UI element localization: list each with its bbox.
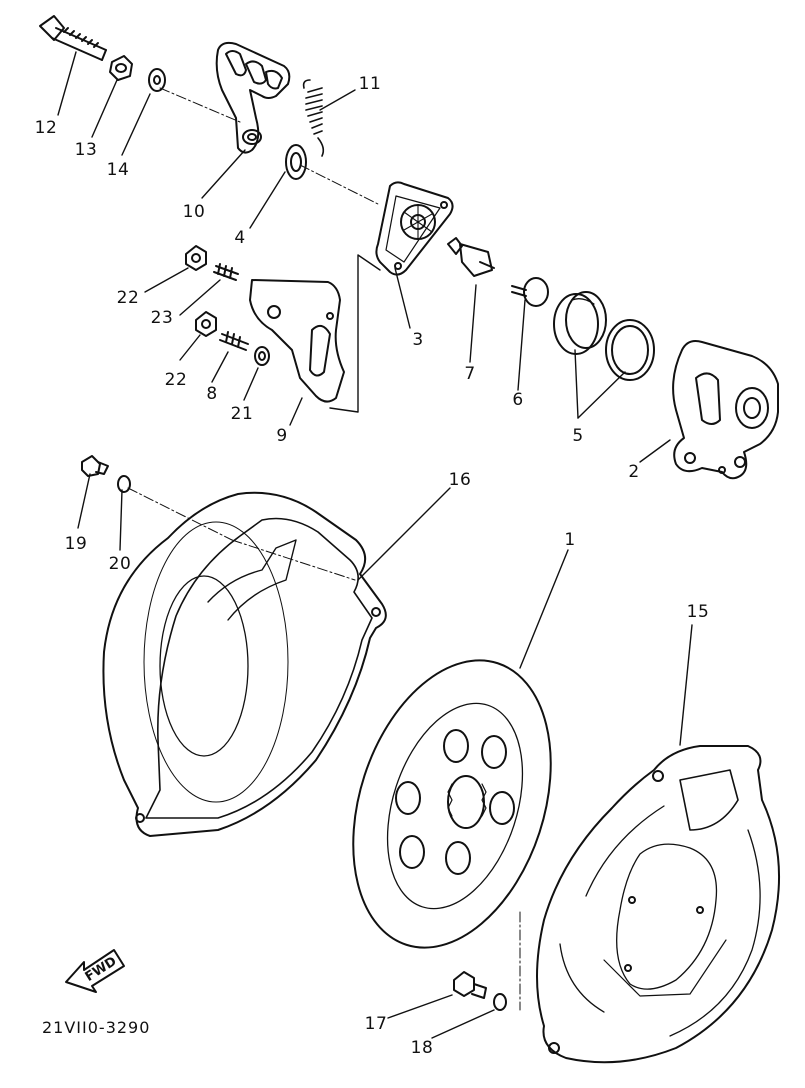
- stud-8: [220, 332, 248, 350]
- brake-disc-1: [319, 635, 585, 973]
- callout-7: 7: [464, 364, 476, 384]
- callout-5: 5: [572, 426, 584, 446]
- pin-6: [512, 278, 548, 306]
- callout-4: 4: [234, 228, 246, 248]
- nut-13: [110, 56, 132, 80]
- dust-shield-15: [537, 746, 779, 1062]
- lever-10: [217, 43, 290, 153]
- callout-15: 15: [686, 602, 710, 622]
- callout-19: 19: [64, 534, 88, 554]
- bolt-12: [40, 16, 106, 60]
- caliper-half-2: [673, 341, 778, 478]
- callout-11: 11: [358, 74, 382, 94]
- callout-8: 8: [206, 384, 218, 404]
- bracket-line: [330, 255, 380, 412]
- callout-22-upper: 22: [116, 288, 140, 308]
- piston-5a: [554, 292, 606, 354]
- spring-11: [304, 80, 324, 156]
- bleed-screw-7: [448, 238, 494, 276]
- washer-20: [118, 476, 130, 492]
- forward-arrow-icon: [66, 950, 124, 992]
- callout-2: 2: [628, 462, 640, 482]
- caliper-body-3: [376, 182, 452, 274]
- piston-5b: [606, 320, 654, 380]
- alignment-axes: [128, 88, 520, 1010]
- callout-3: 3: [412, 330, 424, 350]
- bracket-9: [250, 280, 344, 402]
- callout-10: 10: [182, 202, 206, 222]
- brake-cover-16: [103, 493, 385, 836]
- callout-23: 23: [150, 308, 174, 328]
- callout-17: 17: [364, 1014, 388, 1034]
- drawing-code: 21VII0-3290: [42, 1018, 151, 1037]
- callout-16: 16: [448, 470, 472, 490]
- callout-1: 1: [564, 530, 576, 550]
- stud-23: [214, 264, 238, 280]
- bolt-17: [454, 972, 486, 998]
- callout-20: 20: [108, 554, 132, 574]
- washer-14: [149, 69, 165, 91]
- washer-21: [255, 347, 269, 365]
- callout-14: 14: [106, 160, 130, 180]
- leader-lines: [58, 52, 692, 1038]
- callout-22-lower: 22: [164, 370, 188, 390]
- bolt-19: [82, 456, 108, 476]
- seal-4: [286, 145, 306, 179]
- nut-22b: [196, 312, 216, 336]
- washer-18: [494, 994, 506, 1010]
- callout-21: 21: [230, 404, 254, 424]
- callout-18: 18: [410, 1038, 434, 1058]
- nut-22a: [186, 246, 206, 270]
- callout-6: 6: [512, 390, 524, 410]
- callout-13: 13: [74, 140, 98, 160]
- callout-12: 12: [34, 118, 58, 138]
- callout-9: 9: [276, 426, 288, 446]
